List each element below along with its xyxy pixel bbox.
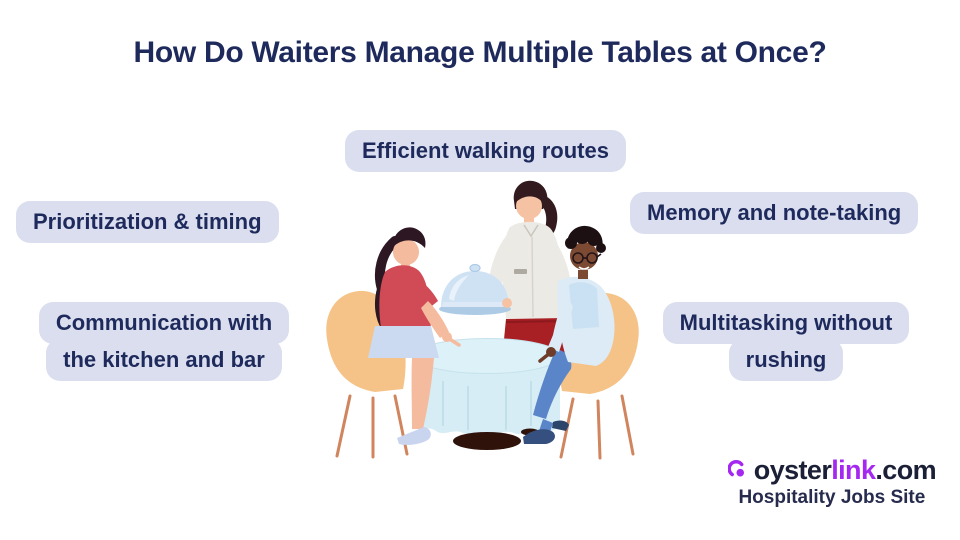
label-text: Prioritization & timing (16, 201, 279, 243)
customer-man-figure (523, 225, 615, 444)
logo-tagline: Hospitality Jobs Site (738, 487, 926, 508)
label-multitasking-without-rushing: Multitasking without rushing (650, 302, 922, 381)
label-communication-kitchen-bar: Communication with the kitchen and bar (18, 302, 310, 381)
waiter-serving-illustration (326, 180, 639, 460)
logo-text: oysterlink.com (753, 455, 937, 486)
label-text-line1: Communication with (38, 302, 290, 344)
label-efficient-walking-routes: Efficient walking routes (345, 130, 626, 172)
label-text-line2: the kitchen and bar (46, 339, 282, 381)
label-text-line2: rushing (728, 339, 844, 381)
label-memory-note-taking: Memory and note-taking (630, 192, 919, 234)
logo-text-suffix: .com (875, 455, 936, 485)
label-text: Memory and note-taking (630, 192, 919, 234)
logo-text-primary: oyster (753, 455, 832, 485)
cloche (439, 263, 511, 315)
oysterlink-logo: oysterlink.com Hospitality Jobs Site (727, 455, 937, 509)
logo-text-accent: link (831, 455, 876, 485)
label-prioritization-timing: Prioritization & timing (16, 201, 279, 243)
dining-table (413, 338, 561, 435)
logo-wordmark: oysterlink.com (727, 455, 937, 486)
customer-woman-figure (368, 227, 461, 445)
floor-shadow (453, 428, 539, 450)
waiter-hand (502, 298, 512, 308)
label-text: Efficient walking routes (345, 130, 626, 172)
oysterlink-pearl-icon (727, 460, 744, 477)
label-text-line1: Multitasking without (662, 302, 910, 344)
page-title: How Do Waiters Manage Multiple Tables at… (133, 36, 827, 69)
